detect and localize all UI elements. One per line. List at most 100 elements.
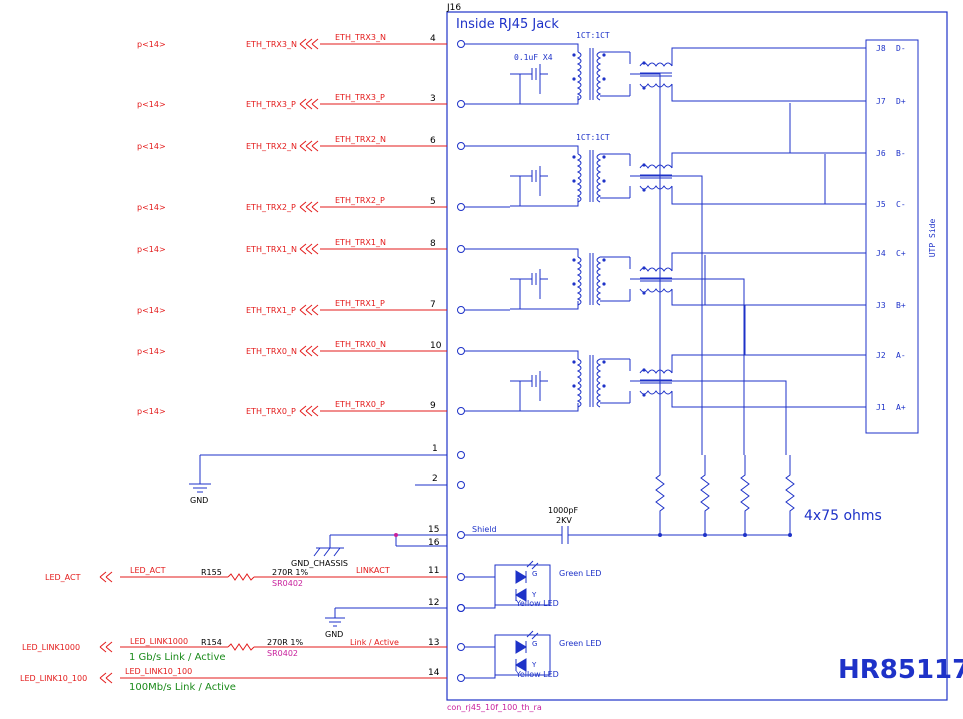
pin-number: 8 — [430, 239, 436, 249]
port-arrow — [299, 345, 319, 357]
r154-footprint: SR0402 — [267, 649, 298, 658]
pin-circle — [457, 306, 465, 314]
pin-circle — [457, 203, 465, 211]
utp-pin-signal: C+ — [896, 249, 906, 258]
ct-label-2: 1CT:1CT — [576, 133, 610, 142]
cap-label: 0.1uF X4 — [514, 53, 553, 62]
port-label: ETH_TRX3_P — [246, 100, 296, 109]
transformer-channel — [510, 145, 866, 455]
pin-2: 2 — [432, 474, 438, 484]
link-active-net: Link / Active — [350, 638, 399, 647]
utp-pin-name: J3 — [876, 301, 886, 310]
utp-pin-signal: C- — [896, 200, 906, 209]
led-link1000-wiring — [99, 641, 447, 653]
green-led-label-1: Green LED — [559, 569, 601, 578]
wire-label: ETH_TRX3_P — [335, 93, 385, 102]
port-arrow — [299, 140, 319, 152]
pin-14: 14 — [428, 668, 440, 678]
magnetics — [510, 43, 866, 455]
utp-pin-signal: D- — [896, 44, 906, 53]
led-y-1: Y — [531, 591, 537, 599]
port-arrow — [299, 405, 319, 417]
gnd-label: GND — [190, 496, 208, 505]
ct-label-1: 1CT:1CT — [576, 31, 610, 40]
shield-cap-value: 1000pF — [548, 506, 578, 515]
utp-pin-signal: A- — [896, 351, 906, 360]
utp-side-label: UTP Side — [928, 219, 937, 258]
utp-pin-name: J5 — [876, 200, 886, 209]
led-pair — [457, 630, 551, 682]
pin-number: 10 — [430, 341, 442, 351]
pin-11: 11 — [428, 566, 439, 576]
r154-value: 270R 1% — [267, 638, 303, 647]
port-label: ETH_TRX1_P — [246, 306, 296, 315]
r155-footprint: SR0402 — [272, 579, 303, 588]
gbps-note: 1 Gb/s Link / Active — [129, 652, 226, 663]
wire-label: ETH_TRX1_P — [335, 299, 385, 308]
yellow-led-label-2: Yellow LED — [515, 670, 559, 679]
pin-12: 12 — [428, 598, 439, 608]
connector-ref: J16 — [446, 3, 461, 13]
pin-number: 5 — [430, 197, 436, 207]
led-link10-100-wiring — [99, 672, 447, 684]
port-label: ETH_TRX0_P — [246, 407, 296, 416]
led-pair — [457, 560, 551, 612]
pin-circle — [457, 100, 465, 108]
pin-number: 6 — [430, 136, 436, 146]
linkact-net: LINKACT — [356, 566, 390, 575]
led-symbols — [457, 560, 551, 682]
resistor — [740, 455, 750, 535]
wire-label: ETH_TRX1_N — [335, 238, 386, 247]
transformer-channel — [510, 43, 866, 455]
resistor-note: 4x75 ohms — [804, 508, 882, 524]
pin-number: 7 — [430, 300, 436, 310]
gnd-wiring — [189, 451, 465, 493]
pin-1: 1 — [432, 444, 438, 454]
page-ref: p<14> — [137, 142, 166, 151]
resistor — [655, 455, 665, 535]
port-label: ETH_TRX1_N — [246, 245, 297, 254]
page-ref: p<14> — [137, 203, 166, 212]
utp-pin-name: J1 — [876, 403, 886, 412]
wire-label: ETH_TRX2_N — [335, 135, 386, 144]
eth-row: p<14> ETH_TRX3_N ETH_TRX3_N 4 — [137, 33, 510, 50]
footprint-label: con_rj45_10f_100_th_ra — [447, 703, 542, 712]
resistor — [785, 455, 795, 535]
pin-circle — [457, 142, 465, 150]
wire-label: ETH_TRX3_N — [335, 33, 386, 42]
led-link1000-port: LED_LINK1000 — [22, 643, 80, 652]
green-led-label-2: Green LED — [559, 639, 601, 648]
utp-pin-name: J6 — [876, 149, 886, 158]
utp-pin-signal: D+ — [896, 97, 906, 106]
port-label: ETH_TRX2_N — [246, 142, 297, 151]
yellow-led-label-1: Yellow LED — [515, 599, 559, 608]
shield-wiring — [313, 526, 790, 557]
led-act-wiring — [99, 571, 447, 583]
wire-label: ETH_TRX0_P — [335, 400, 385, 409]
inside-label: Inside RJ45 Jack — [456, 17, 559, 32]
port-label: ETH_TRX3_N — [246, 40, 297, 49]
led-act-wire: LED_ACT — [130, 566, 166, 575]
led-act-port: LED_ACT — [45, 573, 81, 582]
connector-body — [446, 11, 948, 701]
mbps-note: 100Mb/s Link / Active — [129, 682, 236, 693]
r154-ref: R154 — [201, 638, 222, 647]
gnd-chassis-label: GND_CHASSIS — [291, 559, 348, 568]
led-g-2: G — [532, 640, 537, 648]
port-arrow — [299, 98, 319, 110]
led-link10-100-port: LED_LINK10_100 — [20, 674, 87, 683]
r155-value: 270R 1% — [272, 568, 308, 577]
wire-label: ETH_TRX0_N — [335, 340, 386, 349]
port-label: ETH_TRX0_N — [246, 347, 297, 356]
utp-pin-name: J4 — [876, 249, 886, 258]
utp-pin-name: J7 — [876, 97, 886, 106]
page-ref: p<14> — [137, 40, 166, 49]
pin-number: 4 — [430, 34, 436, 44]
utp-pin-signal: B+ — [896, 301, 906, 310]
part-number: HR851178C — [838, 655, 963, 685]
